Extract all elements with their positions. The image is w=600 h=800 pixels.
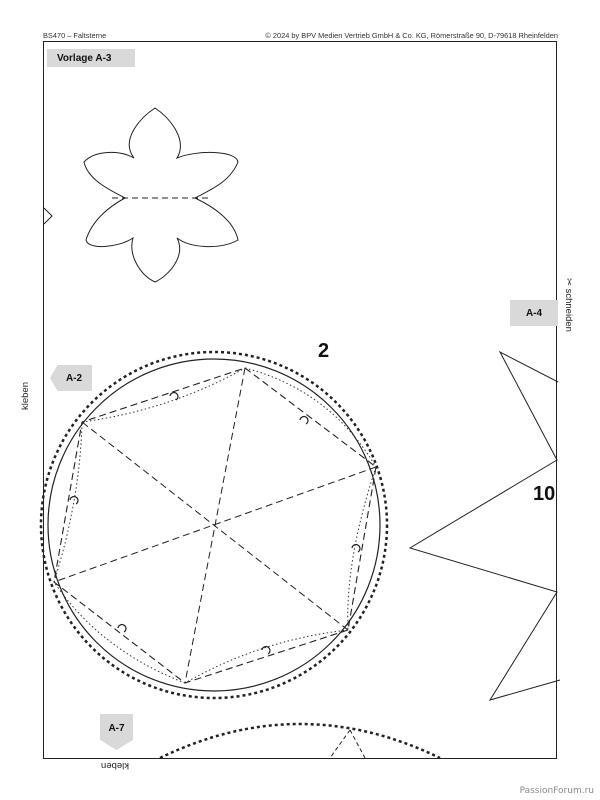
diagonal-2 xyxy=(53,466,377,583)
tag-a2: A-2 xyxy=(50,365,92,391)
fold-marks xyxy=(69,392,361,655)
circle-number: 2 xyxy=(318,340,330,362)
flower-shape xyxy=(83,107,239,283)
schneiden-text: schneiden xyxy=(563,288,574,332)
page-frame xyxy=(43,41,557,759)
star-number: 10 xyxy=(533,483,556,505)
header-copyright: © 2024 by BPV Medien Vertrieb GmbH & Co.… xyxy=(265,31,558,40)
bottom-circle-zigzag xyxy=(159,722,441,760)
header-left: BS470 – Faltsterne xyxy=(43,31,107,40)
left-edge-chevron xyxy=(43,207,53,225)
kleben-label-bottom: kleben xyxy=(101,760,129,771)
star-outline xyxy=(408,350,561,701)
template-label: Vorlage A-3 xyxy=(47,49,135,67)
scissors-icon: ✂ xyxy=(563,278,574,286)
diagonal-3 xyxy=(81,421,349,631)
bottom-fold-line xyxy=(349,729,366,759)
dotted-arcs xyxy=(53,367,377,684)
watermark: PassionForum.ru xyxy=(519,786,594,796)
bottom-fold-line-2 xyxy=(329,729,351,759)
circle-zigzag-edge xyxy=(39,350,389,700)
schneiden-label: ✂ schneiden xyxy=(563,278,574,332)
circle-outline xyxy=(47,358,381,692)
kleben-label-left: kleben xyxy=(20,382,31,410)
tag-a4: A-4 xyxy=(510,300,558,326)
